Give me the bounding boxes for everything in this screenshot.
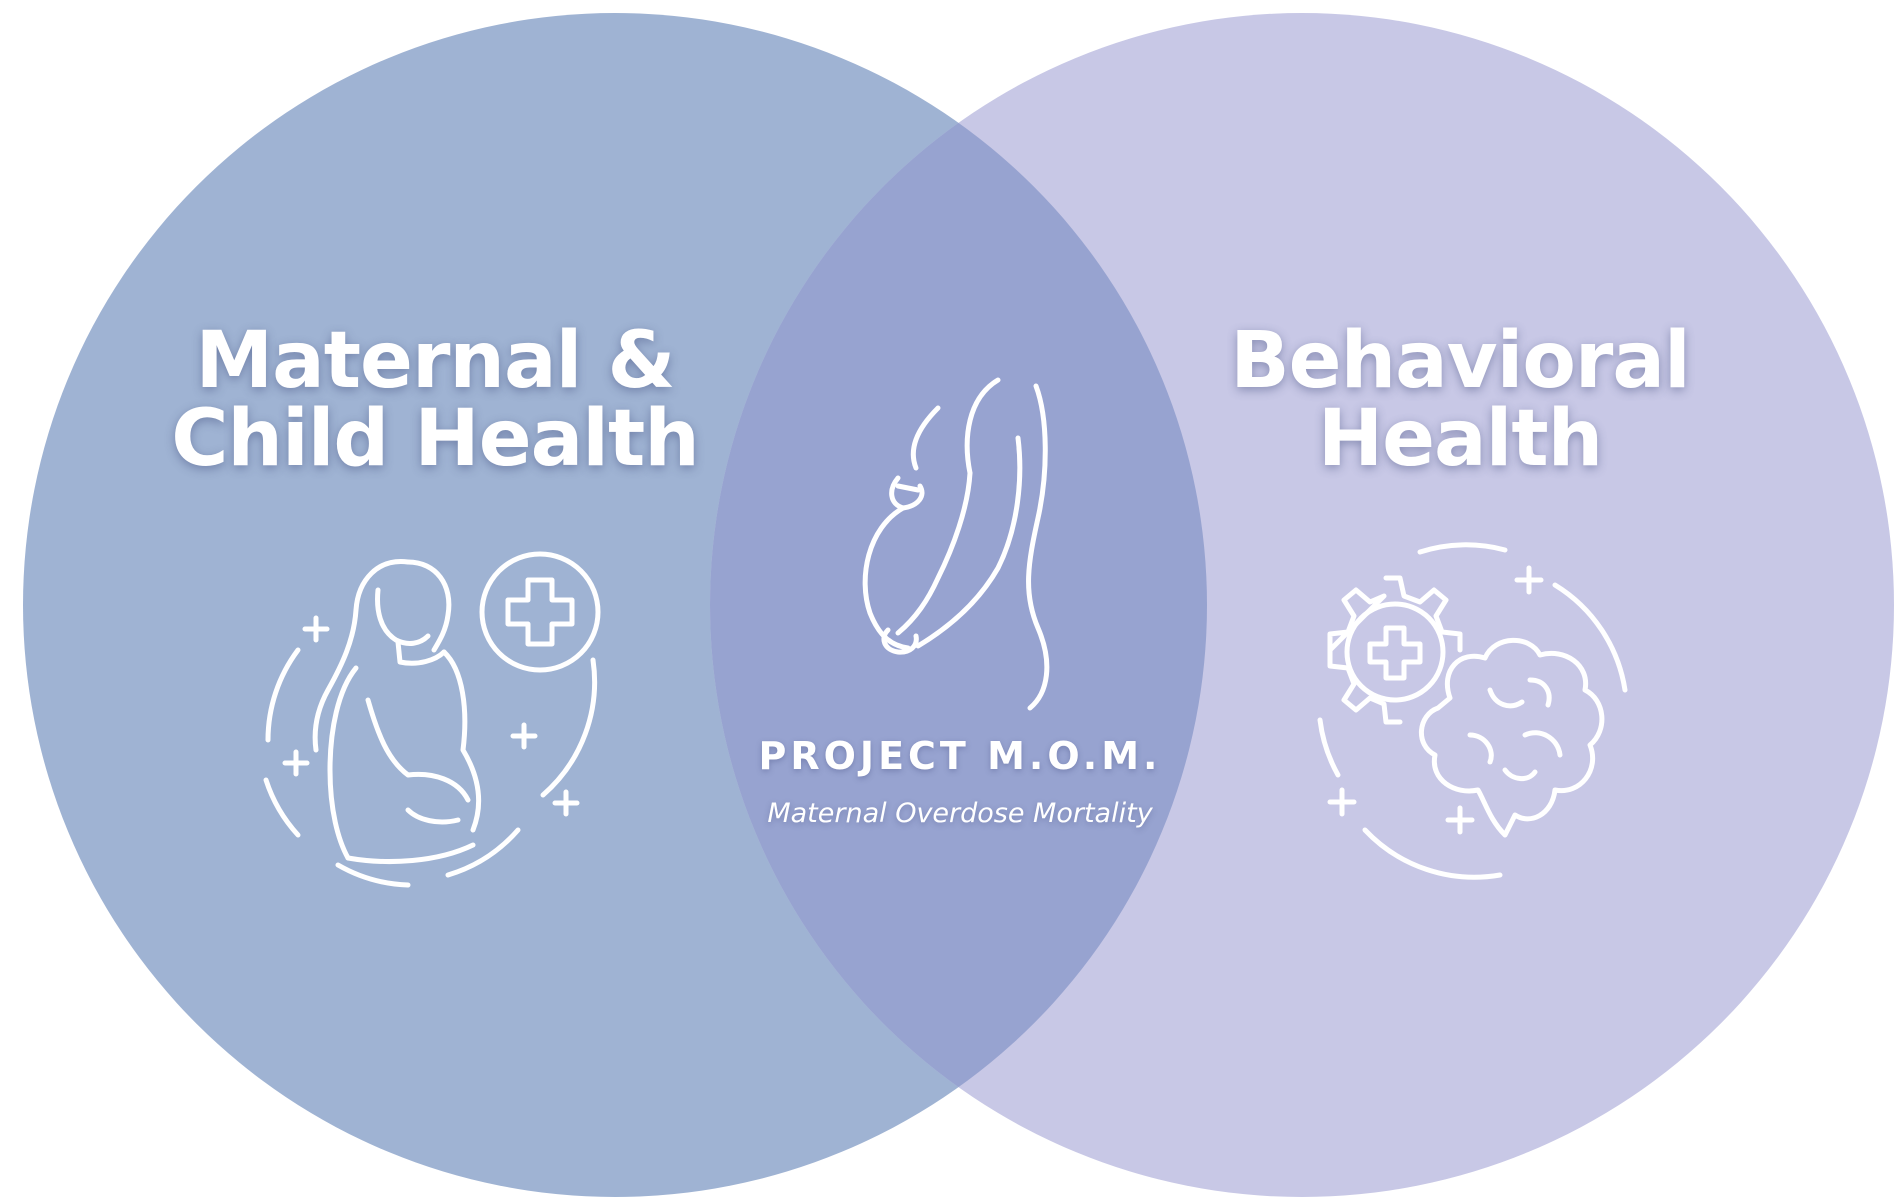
pregnant-woman-medical-cross-icon <box>263 551 601 888</box>
project-title: PROJECT M.O.M. <box>758 734 1162 778</box>
brain-gear-medical-cross-icon <box>1317 542 1628 880</box>
overlap-region <box>710 13 1207 1197</box>
right-circle-title: Behavioral Health <box>1180 322 1740 478</box>
left-title-line-1: Maternal & <box>195 316 676 406</box>
right-title-line-1: Behavioral <box>1230 316 1691 406</box>
right-title-line-2: Health <box>1317 394 1603 484</box>
pregnant-silhouette-icon <box>862 377 1050 711</box>
project-subtitle: Maternal Overdose Mortality <box>767 798 1153 829</box>
left-circle-title: Maternal & Child Health <box>130 322 740 478</box>
left-title-line-2: Child Health <box>171 394 700 484</box>
